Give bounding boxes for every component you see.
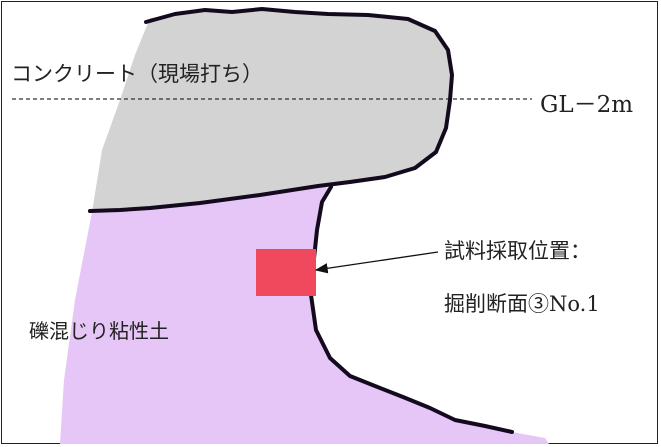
concrete-soil-boundary [88,184,320,213]
concrete-top-boundary [144,7,454,188]
sample-arrow [314,251,439,274]
sample-location-marker [256,249,316,296]
concrete-region [92,11,452,212]
concrete-label: コンクリート（現場打ち） [11,62,263,86]
ground-level-label: GL－2m [540,92,634,118]
soil-region [60,186,549,444]
sample-location-label: 試料採取位置： [444,239,591,263]
excavation-wall-boundary [309,185,514,434]
soil-label: 礫混じり粘性土 [29,319,169,343]
excavation-section-label: 掘削断面③No.1 [444,292,600,316]
